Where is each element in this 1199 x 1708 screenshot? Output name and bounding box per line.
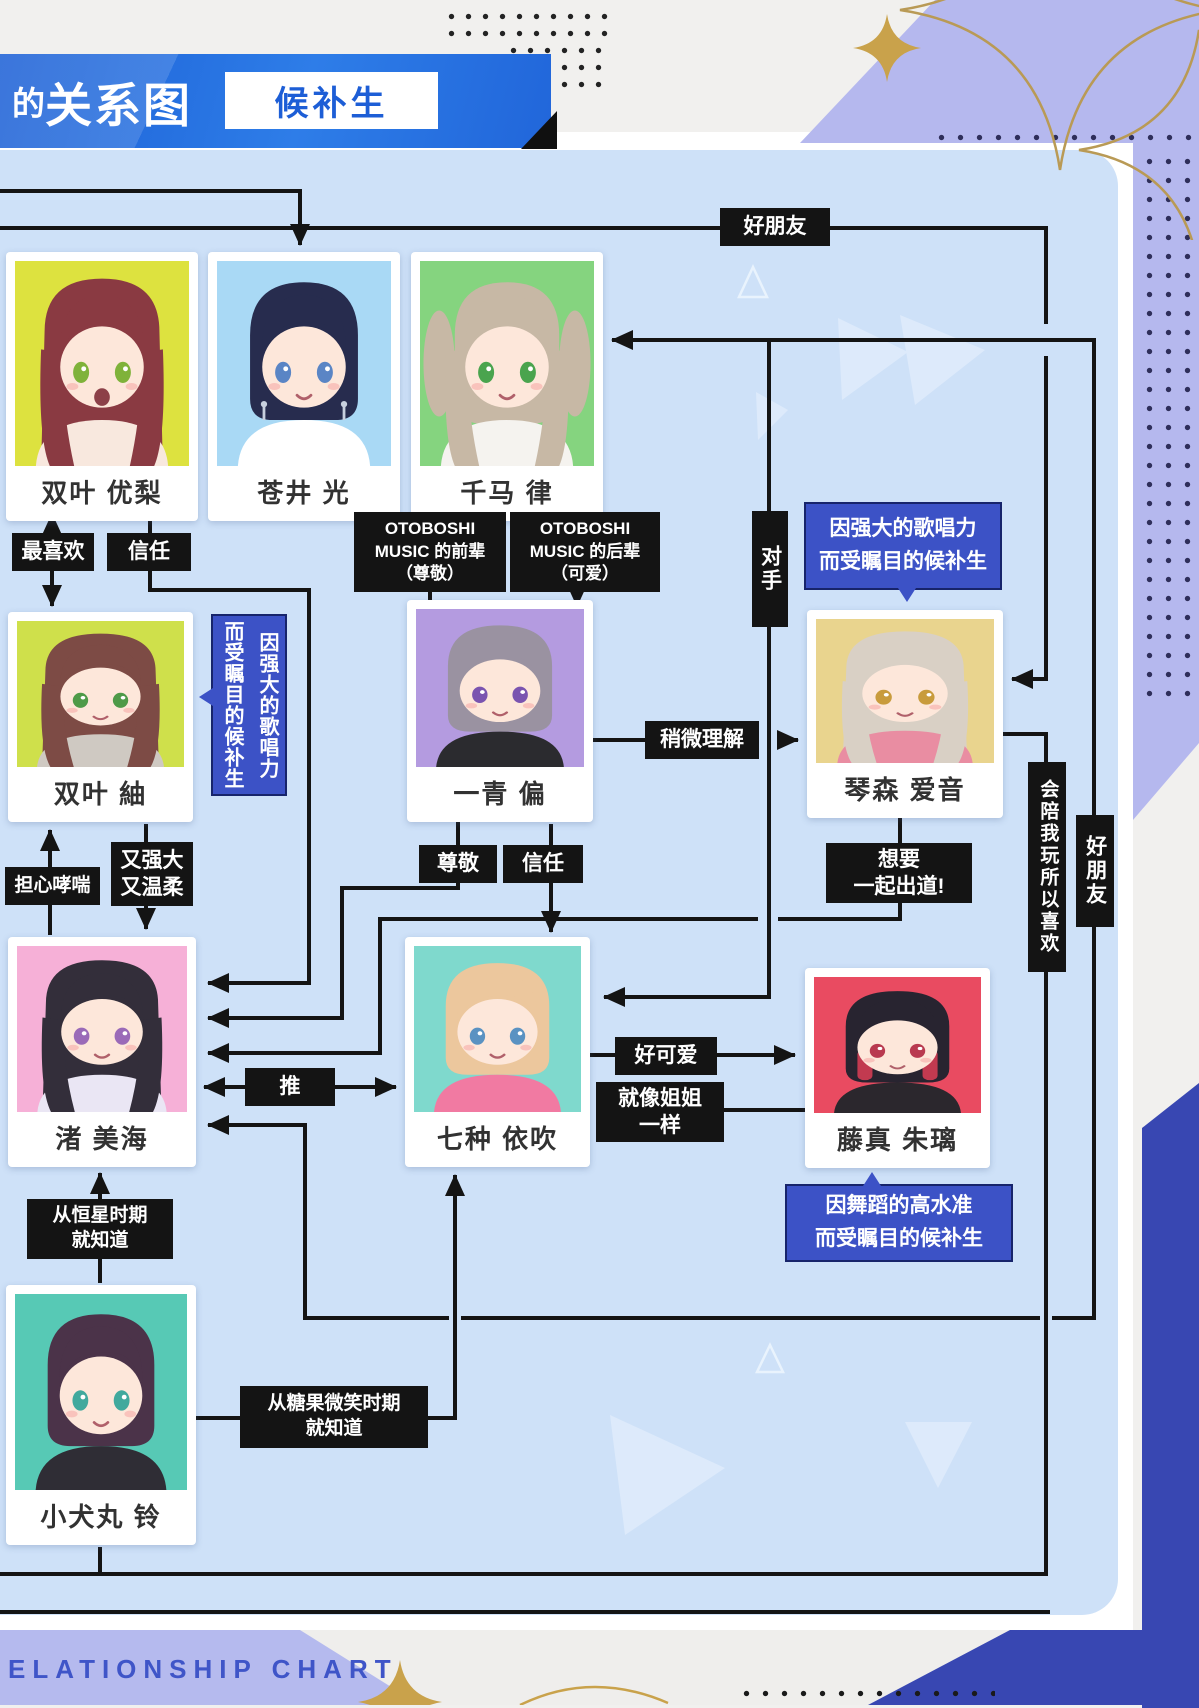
callout-text: 因舞蹈的高水准 而受瞩目的候补生 [815, 1194, 983, 1250]
character-card: 一青 偏 [407, 600, 593, 822]
edge-label-candy-smile: 从糖果微笑时期 就知道 [240, 1386, 428, 1448]
character-name: 千马 律 [460, 478, 554, 508]
character-photo [17, 621, 184, 767]
character-name: 一青 偏 [453, 779, 547, 809]
edge-label-trust-hen: 信任 [503, 845, 583, 883]
character-photo [416, 609, 584, 767]
edge-label-so-cute: 好可爱 [615, 1037, 717, 1075]
page-title-banner: 的 关系图 候补生 [0, 54, 551, 148]
edge-label-plays-with-me: 会陪我玩所以喜欢 [1028, 762, 1066, 972]
callout-text: 因强大的歌唱力 而受瞩目的候补生 [221, 621, 278, 789]
banner-corner-triangle [521, 111, 557, 149]
edge-label-rival: 对手 [752, 511, 788, 627]
footer-caption: ELATIONSHIP CHART [8, 1654, 398, 1684]
edge-label-asthma: 担心哮喘 [5, 867, 100, 905]
character-name: 苍井 光 [257, 478, 351, 508]
edge-label-respect: 尊敬 [419, 845, 497, 883]
character-name: 藤真 朱璃 [836, 1125, 959, 1155]
callout-pointer [199, 688, 213, 706]
character-card: 渚 美海 [8, 937, 196, 1167]
callout-pointer [898, 588, 916, 602]
callout-tsumugi: 因强大的歌唱力 而受瞩目的候补生 [199, 614, 287, 796]
character-photo [217, 261, 391, 466]
character-card: 双叶 紬 [8, 612, 193, 822]
edge-label-push: 推 [245, 1068, 335, 1106]
edge-label-otoboshi-senpai: OTOBOSHI MUSIC 的前辈 （尊敬） [354, 512, 506, 592]
edge-label-otoboshi-kouhai: OTOBOSHI MUSIC 的后辈 （可爱） [510, 512, 660, 592]
character-photo [420, 261, 594, 466]
character-name: 琴森 爱音 [844, 775, 966, 805]
edge-label-like-sister: 就像姐姐 一样 [596, 1082, 724, 1142]
side-decoration-right-blue [1142, 1083, 1199, 1708]
edge-label-favorite: 最喜欢 [12, 533, 94, 571]
dots-pattern [1140, 152, 1198, 707]
page-title-main: 关系图 [45, 78, 192, 132]
character-card: 双叶 优梨 [6, 252, 198, 521]
character-name: 渚 美海 [55, 1124, 149, 1154]
callout-pointer [863, 1172, 881, 1186]
edge-label-debut-together: 想要 一起出道! [826, 843, 972, 903]
callout-akari: 因舞蹈的高水准 而受瞩目的候补生 [785, 1172, 1013, 1262]
character-photo [816, 619, 994, 763]
character-card: 苍井 光 [208, 252, 400, 521]
page-title-particle: 的 [12, 85, 45, 122]
dots-pattern [737, 1684, 995, 1705]
dots-pattern [443, 8, 608, 44]
character-name: 双叶 优梨 [41, 478, 163, 508]
edge-label-trust-yuri: 信任 [107, 533, 191, 571]
character-name: 双叶 紬 [53, 779, 148, 809]
edge-label-slight-understanding: 稍微理解 [645, 721, 759, 759]
edge-label-strong-gentle: 又强大 又温柔 [111, 842, 193, 906]
character-photo [15, 261, 189, 466]
callout-aine: 因强大的歌唱力 而受瞩目的候补生 [804, 502, 1002, 602]
callout-text: 因强大的歌唱力 而受瞩目的候补生 [819, 517, 987, 573]
footer: ELATIONSHIP CHART [0, 1630, 1199, 1705]
character-name: 七种 依吹 [436, 1124, 559, 1154]
character-name: 小犬丸 铃 [40, 1502, 162, 1532]
character-photo [15, 1294, 187, 1490]
candidate-badge: 候补生 [225, 72, 438, 129]
character-card: 藤真 朱璃 [805, 968, 990, 1168]
page-title: 的 关系图 [12, 54, 192, 148]
character-card: 琴森 爱音 [807, 610, 1003, 818]
dots-pattern [932, 128, 1196, 150]
edge-label-good-friends-right: 好朋友 [1076, 815, 1114, 927]
character-photo [17, 946, 187, 1112]
character-photo [414, 946, 581, 1112]
edge-label-stella: 从恒星时期 就知道 [27, 1199, 173, 1259]
character-photo [814, 977, 981, 1113]
character-card: 七种 依吹 [405, 937, 590, 1167]
character-card: 小犬丸 铃 [6, 1285, 196, 1545]
character-card: 千马 律 [411, 252, 603, 521]
edge-label-good-friends-top: 好朋友 [720, 208, 830, 246]
